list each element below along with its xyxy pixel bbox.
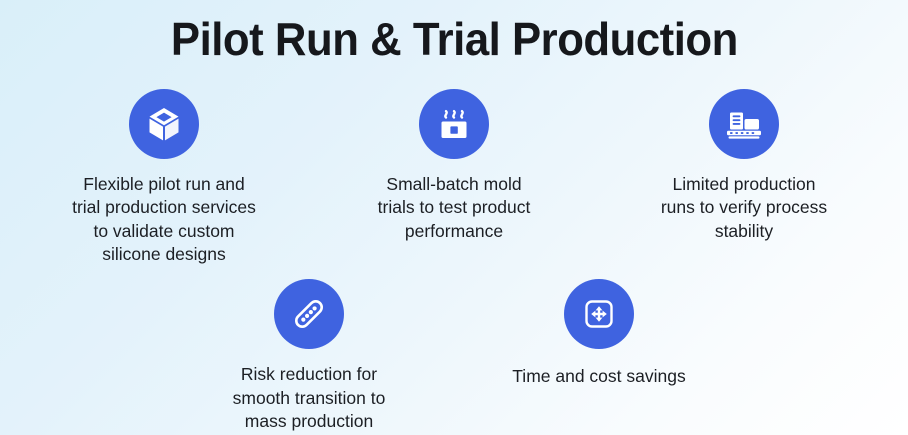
feature-row-top: Flexible pilot run and trial production … <box>0 88 908 268</box>
mold-steam-icon <box>435 104 473 144</box>
feature-description: Small-batch mold trials to test product … <box>377 173 531 241</box>
feature-icon-badge <box>709 88 779 159</box>
feature-row-bottom: Risk reduction for smooth transition to … <box>0 279 908 434</box>
feature-item-risk-reduction: Risk reduction for smooth transition to … <box>164 279 454 434</box>
feature-icon-badge <box>564 279 634 350</box>
feature-icon-badge <box>419 88 489 159</box>
feature-description: Risk reduction for smooth transition to … <box>232 364 386 432</box>
page-title: Pilot Run & Trial Production <box>170 13 738 65</box>
feature-icon-badge <box>274 279 344 350</box>
compress-arrows-icon <box>579 294 619 334</box>
feature-icon-badge <box>129 88 199 159</box>
conveyor-belt-icon <box>723 104 765 144</box>
feature-item-flexible-pilot-run: Flexible pilot run and trial production … <box>19 88 309 268</box>
feature-description: Time and cost savings <box>512 366 686 387</box>
feature-item-small-batch-mold: Small-batch mold trials to test product … <box>309 88 599 244</box>
page-title-container: Pilot Run & Trial Production <box>0 0 908 65</box>
feature-item-time-cost-savings: Time and cost savings <box>454 279 744 389</box>
bandage-icon <box>289 294 329 334</box>
open-box-icon <box>144 104 184 144</box>
feature-item-limited-production: Limited production runs to verify proces… <box>599 88 889 244</box>
feature-description: Limited production runs to verify proces… <box>660 173 828 241</box>
feature-description: Flexible pilot run and trial production … <box>72 173 256 265</box>
